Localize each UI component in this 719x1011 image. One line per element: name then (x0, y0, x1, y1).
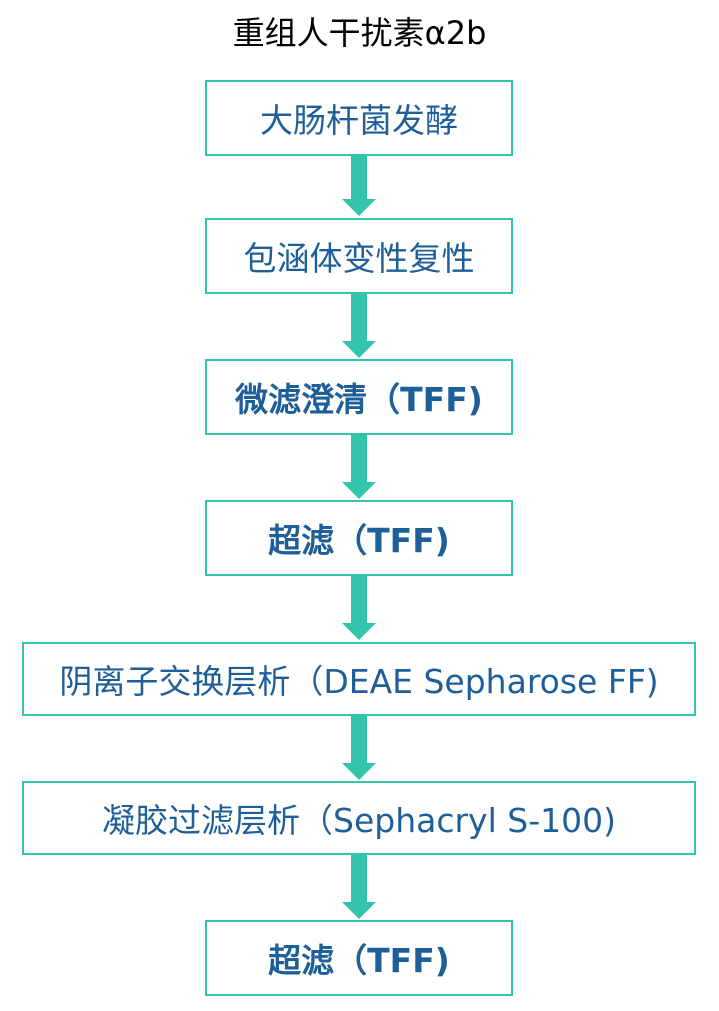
flow-arrow-5 (342, 716, 376, 780)
step-anion-exchange-chromatography: 阴离子交换层析（DEAE Sepharose FF) (22, 642, 696, 716)
step-inclusion-body-refolding: 包涵体变性复性 (205, 218, 513, 294)
step-gel-filtration-chromatography: 凝胶过滤层析（Sephacryl S-100) (22, 781, 696, 855)
step-ultrafiltration-2: 超滤（TFF) (205, 920, 513, 996)
flow-arrow-4 (342, 576, 376, 640)
flow-arrow-3 (342, 435, 376, 499)
diagram-title: 重组人干扰素α2b (232, 14, 487, 52)
flow-arrow-1 (342, 156, 376, 216)
step-microfiltration-clarification: 微滤澄清（TFF) (205, 359, 513, 435)
flow-arrow-2 (342, 294, 376, 358)
flow-arrow-6 (342, 855, 376, 919)
step-ecoli-fermentation: 大肠杆菌发酵 (205, 80, 513, 156)
step-ultrafiltration-1: 超滤（TFF) (205, 500, 513, 576)
